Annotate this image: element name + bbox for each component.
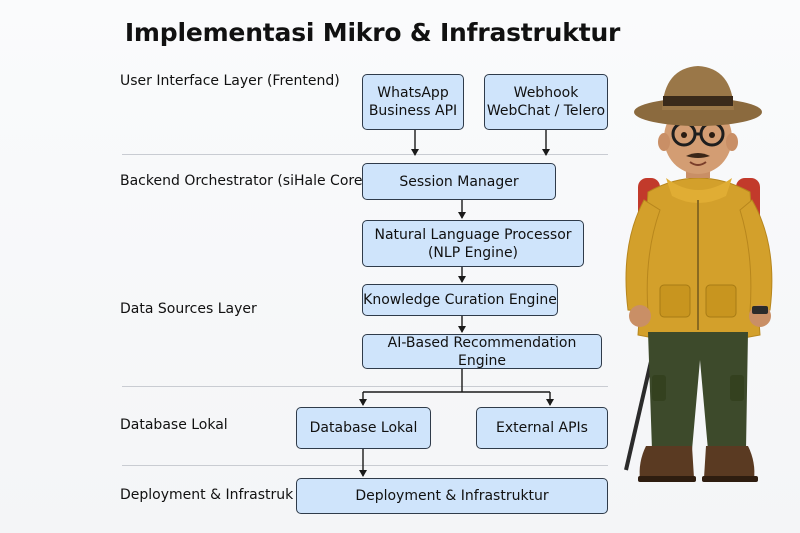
layer-label-data-sources: Data Sources Layer bbox=[120, 301, 257, 317]
node-whatsapp-business-api: WhatsApp Business API bbox=[362, 74, 464, 130]
node-text: (NLP Engine) bbox=[427, 244, 519, 261]
node-text: WhatsApp bbox=[377, 85, 449, 101]
node-recommendation-engine: AI-Based Recommendation Engine bbox=[362, 334, 602, 369]
node-knowledge-curation-engine: Knowledge Curation Engine bbox=[362, 284, 558, 316]
green-pants bbox=[648, 332, 748, 450]
node-text: WebChat / Telero bbox=[486, 103, 606, 119]
layer-separator bbox=[122, 386, 608, 387]
right-boot bbox=[704, 446, 755, 480]
hiker-character-illustration bbox=[624, 66, 773, 482]
layer-separator bbox=[122, 154, 608, 155]
left-boot bbox=[639, 446, 694, 480]
node-session-manager: Session Manager bbox=[362, 163, 556, 200]
node-deployment-infrastruktur: Deployment & Infrastruktur bbox=[296, 478, 608, 514]
node-text: Business API bbox=[368, 103, 458, 119]
layer-label-database: Database Lokal bbox=[120, 417, 228, 433]
node-webhook-webchat: Webhook WebChat / Telero bbox=[484, 74, 608, 130]
layer-label-ui: User Interface Layer (Frentend) bbox=[120, 73, 340, 89]
node-text: Natural Language Processor bbox=[374, 226, 572, 243]
node-external-apis: External APIs bbox=[476, 407, 608, 449]
layer-separator bbox=[122, 465, 608, 466]
diagram-title: Implementasi Mikro & Infrastruktur bbox=[124, 18, 621, 47]
node-nlp-engine: Natural Language Processor (NLP Engine) bbox=[362, 220, 584, 267]
node-database-lokal: Database Lokal bbox=[296, 407, 431, 449]
node-text: Webhook bbox=[513, 85, 579, 101]
layer-label-backend: Backend Orchestrator (siHale Core) bbox=[120, 173, 368, 189]
layer-label-deployment: Deployment & Infrastruk bbox=[120, 487, 294, 503]
